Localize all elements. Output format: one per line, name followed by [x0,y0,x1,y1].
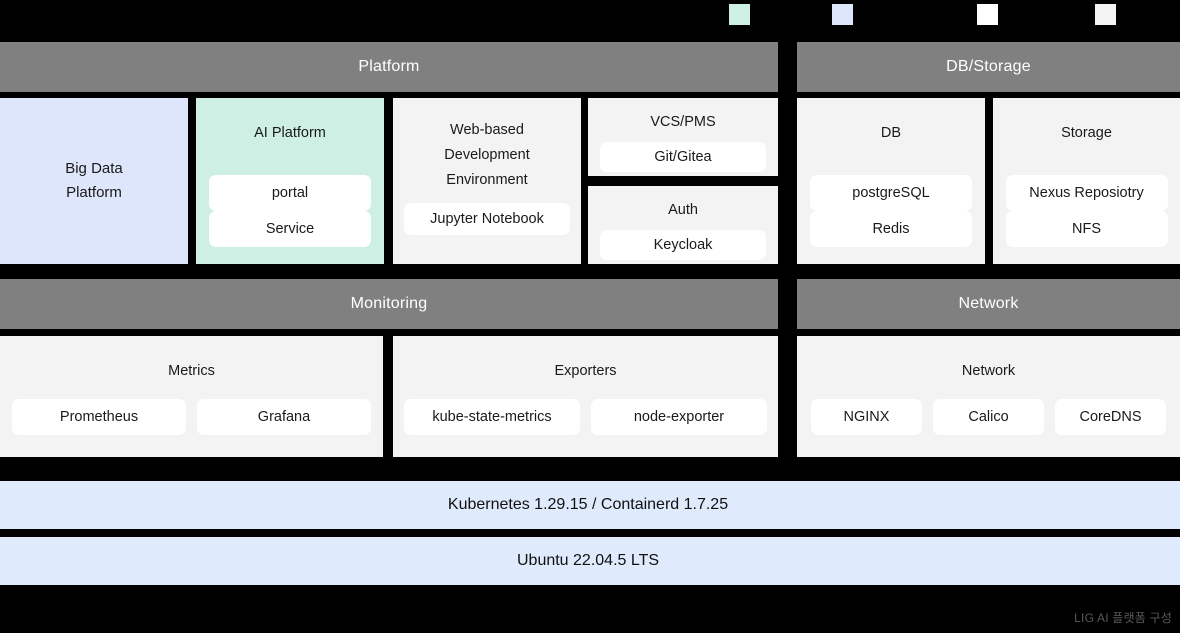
section-header-network: Network [797,279,1180,329]
component-nfs[interactable]: NFS [1005,210,1168,247]
section-header-db-storage: DB/Storage [797,42,1180,92]
panel-title-auth: Auth [668,202,698,218]
component-redis[interactable]: Redis [810,210,972,247]
web-dev-line-3: Environment [446,171,528,188]
panel-title-ai-platform: AI Platform [254,125,326,141]
section-title-platform: Platform [358,58,420,75]
panel-title-web-dev: Web-based Development Environment [393,118,581,193]
component-postgresql[interactable]: postgreSQL [810,174,972,211]
web-dev-line-1: Web-based [450,122,524,138]
network-chip-row: NGINX Calico CoreDNS [797,398,1180,435]
component-nginx[interactable]: NGINX [811,398,922,435]
panel-big-data-platform: Big Data Platform [0,98,188,264]
panel-exporters: Exporters kube-state-metrics node-export… [393,336,778,457]
component-git-gitea[interactable]: Git/Gitea [600,141,766,172]
infra-runtime-label: Kubernetes 1.29.15 / Containerd 1.7.25 [447,496,729,513]
panel-title-network-group: Network [961,363,1016,379]
panel-title-exporters: Exporters [554,363,617,379]
component-node-exporter[interactable]: node-exporter [591,398,767,435]
panel-title-big-data: Big Data Platform [0,157,188,206]
component-grafana[interactable]: Grafana [197,398,371,435]
panel-auth: Auth Keycloak [588,186,778,264]
component-swatch-icon [977,4,998,25]
panel-db: DB postgreSQL Redis [797,98,985,264]
panel-title-metrics: Metrics [168,363,215,379]
panel-web-dev-environment: Web-based Development Environment Jupyte… [393,98,581,264]
component-calico[interactable]: Calico [933,398,1044,435]
exporters-chip-row: kube-state-metrics node-exporter [393,398,778,435]
infra-os-label: Ubuntu 22.04.5 LTS [516,552,660,569]
panel-title-storage: Storage [1061,125,1112,141]
component-coredns[interactable]: CoreDNS [1055,398,1166,435]
component-nexus-repository[interactable]: Nexus Reposiotry [1005,174,1168,211]
big-data-swatch-icon [832,4,853,25]
component-service[interactable]: Service [209,210,371,247]
component-prometheus[interactable]: Prometheus [12,398,186,435]
section-title-network: Network [958,295,1019,312]
section-title-db-storage: DB/Storage [946,58,1031,75]
section-title-monitoring: Monitoring [350,295,428,312]
section-header-monitoring: Monitoring [0,279,778,329]
component-kube-state-metrics[interactable]: kube-state-metrics [404,398,580,435]
infra-bar-os: Ubuntu 22.04.5 LTS [0,537,1180,585]
infra-bar-runtime: Kubernetes 1.29.15 / Containerd 1.7.25 [0,481,1180,529]
ai-platform-swatch-icon [729,4,750,25]
panel-ai-platform: AI Platform portal Service [196,98,384,264]
metrics-chip-row: Prometheus Grafana [0,398,383,435]
section-header-platform: Platform [0,42,778,92]
panel-network-group: Network NGINX Calico CoreDNS [797,336,1180,457]
web-dev-line-2: Development [444,146,530,163]
component-portal[interactable]: portal [209,174,371,211]
big-data-line-1: Big Data [65,159,123,177]
big-data-line-2: Platform [66,184,122,201]
panel-title-db: DB [880,125,902,141]
panel-storage: Storage Nexus Reposiotry NFS [993,98,1180,264]
legend-row [0,0,1180,42]
panel-vcs-pms: VCS/PMS Git/Gitea [588,98,778,176]
group-swatch-icon [1095,4,1116,25]
component-keycloak[interactable]: Keycloak [600,229,766,260]
panel-title-vcs-pms: VCS/PMS [650,114,716,130]
footer-caption: LIG AI 플랫폼 구성 [1074,611,1172,625]
component-jupyter-notebook[interactable]: Jupyter Notebook [404,202,570,235]
panel-metrics: Metrics Prometheus Grafana [0,336,383,457]
